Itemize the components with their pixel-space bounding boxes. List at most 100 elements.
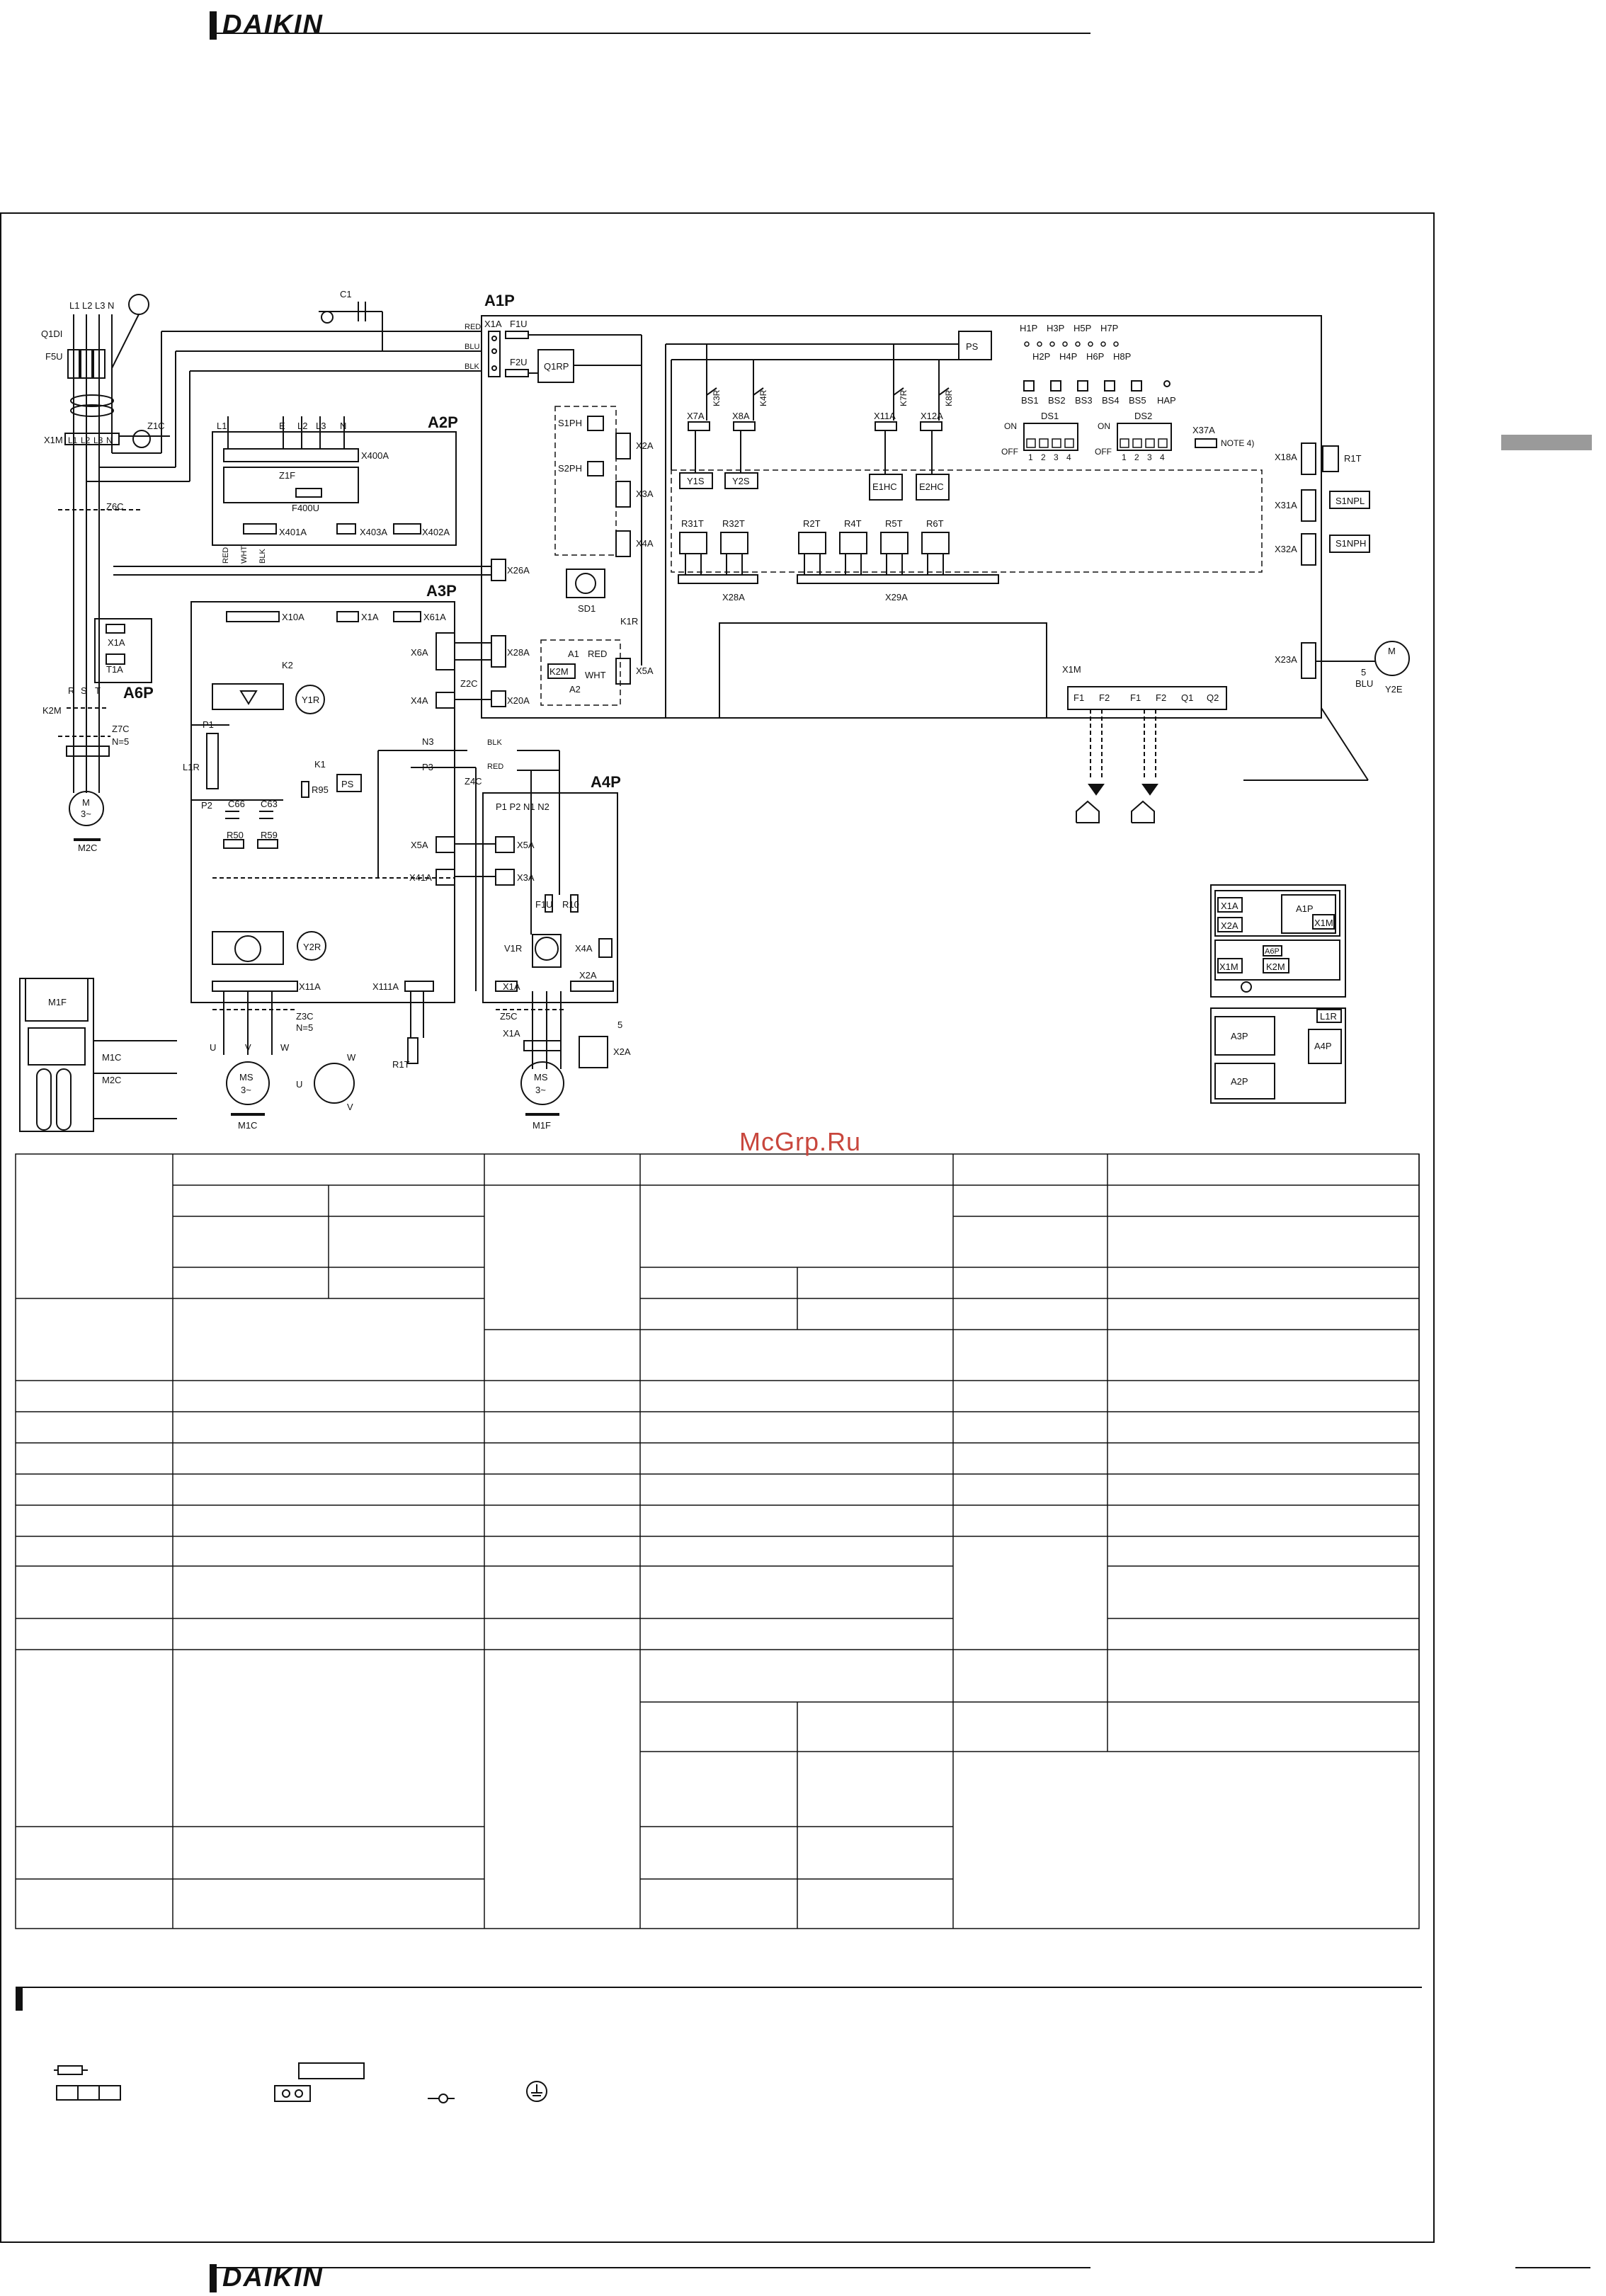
inset2-a4p: A4P [1314, 1041, 1332, 1051]
a6p-t1a: T1A [106, 664, 123, 675]
s1nph-label: S1NPH [1336, 538, 1366, 549]
ds2-label: DS2 [1134, 411, 1152, 421]
sd1-box [566, 569, 605, 598]
phase-l3: L3 [95, 300, 105, 311]
m1c-motor [226, 1061, 270, 1105]
svg-text:2: 2 [1134, 452, 1139, 462]
y2s-label: Y2S [732, 476, 750, 486]
a1p-ps-box [958, 331, 992, 360]
a1p-notch [719, 622, 1047, 718]
a3p-r59: R59 [261, 830, 278, 840]
a2p-l3: L3 [316, 421, 326, 431]
a4p-z5c: Z5C [500, 1011, 518, 1022]
a1p-x2a [615, 433, 631, 459]
uvw-small-u: U [296, 1079, 302, 1090]
x30a-label: X29A [885, 592, 908, 602]
a6p-board [94, 618, 152, 683]
link-x41a: X41A [409, 872, 432, 883]
link-x4a: X4A [411, 695, 428, 706]
a1p-buttons [1023, 380, 1171, 392]
link-x5a: X5A [411, 840, 428, 850]
a1p-label: A1P [484, 292, 515, 309]
link-x6a: X6A [411, 647, 428, 658]
y2e-blu: BLU [1355, 678, 1373, 689]
a3p-x10a: X10A [282, 612, 304, 622]
m2c-3: 3~ [81, 809, 91, 819]
s1npl-label: S1NPL [1336, 496, 1365, 506]
link-x28a: X28A [507, 647, 530, 658]
dip2-on-label: ON [1098, 421, 1110, 431]
e2hc-label: E2HC [919, 481, 944, 492]
relay-group-left [679, 344, 764, 489]
inset1-x1a: X1A [1221, 901, 1238, 911]
a6p-k2m: K2M [42, 705, 62, 716]
a3p-x1a: X1A [361, 612, 379, 622]
a2p-wire-blk: BLK [258, 549, 267, 564]
svg-text:F2: F2 [1099, 692, 1110, 703]
bus-red-label: RED [465, 323, 481, 331]
a4p-x5a: X5A [517, 840, 535, 850]
a1p-f2u-fuse [505, 369, 529, 377]
ds2-switch [1117, 423, 1172, 451]
a3p-c66: C66 [228, 799, 245, 809]
a4p-board [482, 792, 618, 1003]
diagram-frame [0, 212, 1435, 2243]
pressure-switch-block [554, 406, 617, 556]
svg-text:3: 3 [1054, 452, 1059, 462]
a1p-board [481, 315, 1322, 719]
phase-l1: L1 [69, 300, 79, 311]
k8r-label: K8R [944, 389, 954, 406]
svg-text:4: 4 [1066, 452, 1071, 462]
k2m-small-label: K2M [549, 666, 569, 677]
a6p-x1a: X1A [108, 637, 125, 648]
layout-inset-1 [1210, 884, 1346, 998]
svg-text:H2P: H2P [1032, 351, 1050, 362]
a2p-label: A2P [428, 413, 458, 431]
svg-text:H4P: H4P [1059, 351, 1077, 362]
a1p-x5a-label: X5A [636, 666, 654, 676]
comp-m1f: M1F [48, 997, 67, 1007]
comp-m1c: M1C [102, 1052, 121, 1063]
a4p-z4c: Z4C [465, 776, 482, 787]
a2p-n: N [340, 421, 346, 431]
ds1-switch [1023, 423, 1078, 451]
a2p-board [212, 431, 457, 546]
inset1-a1p: A1P [1296, 903, 1314, 914]
inset1-k2m: K2M [1266, 961, 1285, 972]
a4p-v1r: V1R [504, 943, 522, 954]
a3p-label: A3P [426, 582, 457, 600]
phase-l2: L2 [82, 300, 92, 311]
legend-divider [16, 1987, 1422, 1988]
svg-text:X2A: X2A [636, 440, 654, 451]
a1p-f1u-label: F1U [510, 319, 528, 329]
m1f-ms: MS [534, 1072, 548, 1083]
r32t-label: R32T [722, 518, 745, 529]
z7c-note: N=5 [112, 736, 129, 747]
svg-text:F2: F2 [1156, 692, 1166, 703]
x401a-label: X401A [279, 527, 307, 537]
dip2-off-label: OFF [1095, 447, 1112, 457]
footer-logo: DAIKIN [210, 2263, 324, 2293]
x402a-label: X402A [422, 527, 450, 537]
ds1-label: DS1 [1041, 411, 1059, 421]
a1p-x5a [615, 658, 631, 685]
r1t-right-label: R1T [1344, 453, 1362, 464]
phase-n: N [108, 300, 114, 311]
legend-marker [16, 1987, 23, 2011]
c1-label: C1 [340, 289, 352, 299]
svg-text:3: 3 [1147, 452, 1152, 462]
x37a-connector [1195, 438, 1217, 448]
a3p-y2r: Y2R [303, 942, 321, 952]
uvw-small-w: W [347, 1052, 356, 1063]
svg-text:H5P: H5P [1073, 323, 1091, 333]
a3p-l1r: L1R [183, 762, 200, 772]
a3p-n3: N3 [422, 736, 434, 747]
a1p-x4a [615, 530, 631, 557]
x1m-l1: L1 [68, 435, 78, 445]
x31a-label: X31A [1275, 500, 1297, 510]
x37a-label: X37A [1192, 425, 1215, 435]
a1p-right-connectors [1301, 442, 1410, 679]
q1di-label: Q1DI [41, 329, 62, 339]
a2p-l2: L2 [297, 421, 307, 431]
